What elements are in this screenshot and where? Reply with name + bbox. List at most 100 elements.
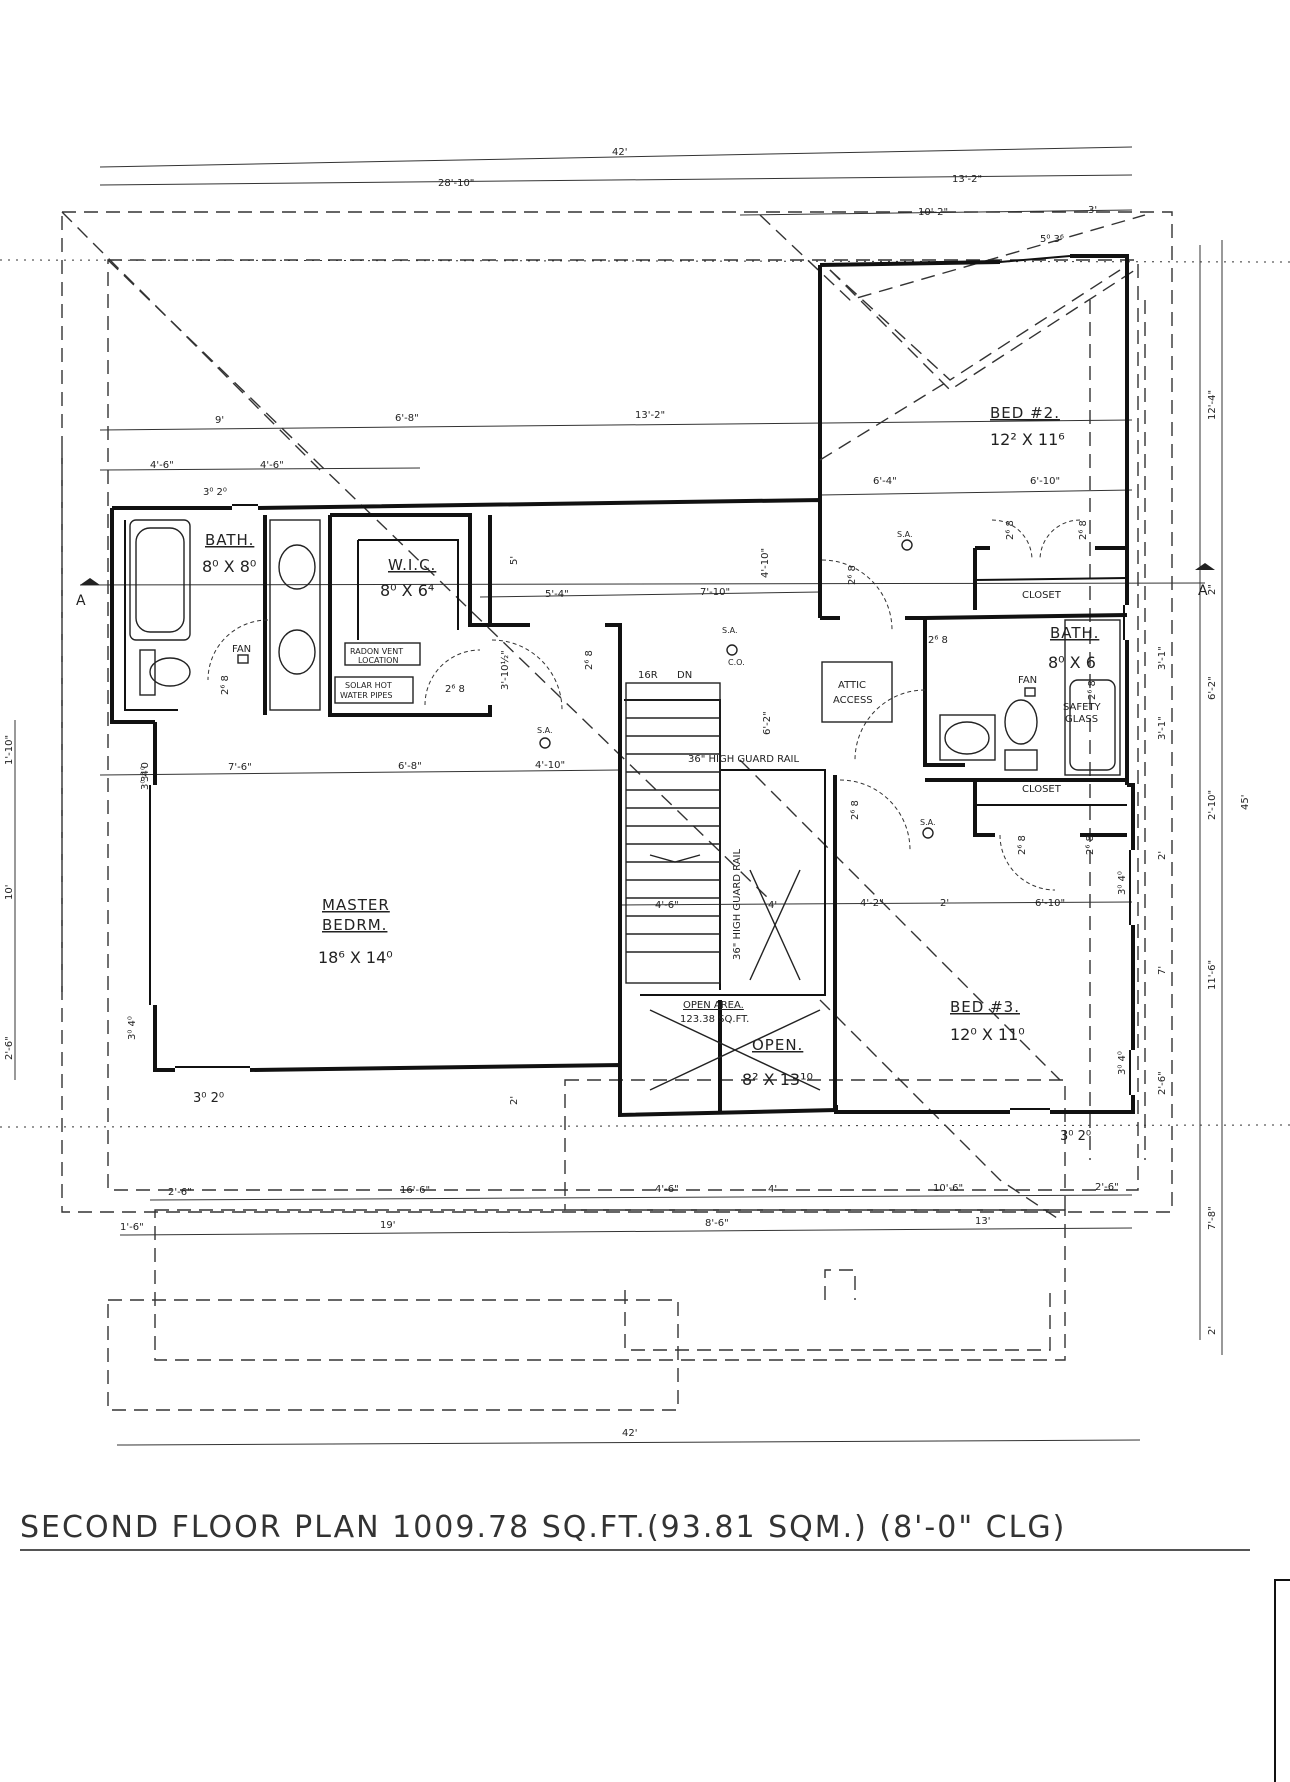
fan-label-right: FAN (1018, 675, 1037, 686)
room-size-bath-right: 8⁰ X 6 (1048, 653, 1096, 672)
dim-below-2: 2' (509, 1096, 520, 1105)
dim-bed2-a: 6'-4" (873, 476, 897, 487)
room-name-open: OPEN. (752, 1036, 803, 1054)
sa-label-1: S.A. (897, 530, 913, 539)
dim-bot2-c: 8'-6" (705, 1218, 729, 1229)
dim-right-k: 7'-8" (1207, 1206, 1218, 1230)
dim-win-bed3-r1: 3⁰ 4⁰ (1117, 871, 1128, 895)
room-labels: BED #2. 12² X 11⁶ BATH. 8⁰ X 8⁰ W.I.C. 8… (202, 404, 1098, 1089)
room-size-bed3: 12⁰ X 11⁰ (950, 1025, 1025, 1044)
dim-stair-a: 4'-6" (655, 900, 679, 911)
dim-win-bed3-r2: 3⁰ 4⁰ (1117, 1051, 1128, 1075)
sa-label-4: S.A. (920, 818, 936, 827)
guard-rail-label-v: 36" HIGH GUARD RAIL (732, 849, 743, 960)
section-marker-right: A (1198, 583, 1208, 599)
dim-top-right-b: 3' (1088, 205, 1097, 216)
room-name-bed2: BED #2. (990, 404, 1060, 422)
dim-right-b: 2" (1207, 584, 1218, 595)
dim-win-master-b: 3⁰ 2⁰ (193, 1091, 224, 1106)
stair-dn-label: DN (677, 670, 692, 681)
dim-left-a: 1'-10" (4, 735, 15, 765)
dim-left-b: 10' (4, 885, 15, 900)
dim-bot1-c: 4'-6" (655, 1184, 679, 1195)
attic-label-1: ATTIC (838, 680, 866, 691)
dim-door-f: 2⁶ 8 (1005, 520, 1016, 540)
dim-hall-a: 5'-4" (545, 589, 569, 600)
dim-bot1-b: 16'-6" (400, 1185, 430, 1196)
room-size-wic: 8⁰ X 6⁴ (380, 581, 434, 600)
plan-title: SECOND FLOOR PLAN 1009.78 SQ.FT.(93.81 S… (20, 1510, 1250, 1551)
dim-top-left: 28'-10" (438, 178, 474, 189)
dim-bot1-f: 2'-6" (1095, 1182, 1119, 1193)
dim-bot2-d: 13' (975, 1216, 990, 1227)
dim-bed3-a: 4'-2" (860, 898, 884, 909)
dim-right-e: 3'-1" (1157, 716, 1168, 740)
dim-bot1-e: 10'-6" (933, 1183, 963, 1194)
room-size-master: 18⁶ X 14⁰ (318, 948, 393, 967)
dim-right-j: 2'-6" (1157, 1071, 1168, 1095)
roof-outline-dashed (61, 211, 1173, 1411)
dim-right-i: 11'-6" (1207, 960, 1218, 990)
dim-door-i: 2⁶ 8 (1017, 835, 1028, 855)
guard-rail-label-h: 36" HIGH GUARD RAIL (688, 754, 799, 765)
dim-bot2-a: 1'-6" (120, 1222, 144, 1233)
dim-bottom-overall: 42' (622, 1428, 637, 1439)
dim-right-l: 2' (1207, 1326, 1218, 1335)
dim-right-a: 12'-4" (1207, 390, 1218, 420)
windows (175, 255, 1131, 1110)
door-swings (207, 519, 1081, 891)
dim-top-right-a: 10'-2" (918, 207, 948, 218)
dim-bed3-c: 6'-10" (1035, 898, 1065, 909)
dim-door-j: 2⁶ 8 (1085, 835, 1096, 855)
section-markers: A A (76, 563, 1215, 609)
title-block-stub (1274, 1579, 1290, 1782)
radon-label-2: LOCATION (358, 656, 398, 665)
dim-master-a: 7'-6" (228, 762, 252, 773)
dim-bed2-b: 6'-10" (1030, 476, 1060, 487)
dim-top-right: 13'-2" (952, 174, 982, 185)
fan-label-left: FAN (232, 644, 251, 655)
dim-wic-v: 3'-10½" (499, 650, 511, 690)
dim-row2-b: 6'-8" (395, 413, 419, 424)
dim-bed3-b: 2' (940, 898, 949, 909)
toilet-right (1004, 699, 1038, 745)
open-area-cross (649, 869, 821, 1091)
solar-label-1: SOLAR HOT (345, 681, 392, 690)
dim-door-d: 2⁶ 8 (847, 565, 858, 585)
dim-hall-v3: 6'-2" (762, 711, 773, 735)
dim-row3-a: 4'-6" (150, 460, 174, 471)
dim-bot1-d: 4' (768, 1184, 777, 1195)
dim-row2-a: 9' (215, 415, 224, 426)
dim-hall-v2: 5' (509, 556, 520, 565)
dim-door-l: 2⁶ 8 (1087, 680, 1098, 700)
dim-right-overall: 45' (1240, 795, 1251, 810)
solar-label-2: WATER PIPES (340, 691, 393, 700)
dim-left-c: 2'-6" (4, 1036, 15, 1060)
open-area-label-1: OPEN AREA. (683, 1000, 744, 1011)
dim-hall-v1: 4'-10" (760, 548, 771, 578)
room-name-master-2: BEDRM. (322, 916, 387, 934)
bathtub-right (1064, 619, 1121, 776)
bathtub (129, 519, 191, 641)
dim-right-c: 3'-1" (1157, 646, 1168, 670)
room-size-bed2: 12² X 11⁶ (990, 430, 1065, 449)
dim-win-master-l1: 3⁰ 4⁰ (140, 766, 151, 790)
dim-right-d: 6'-2" (1207, 676, 1218, 700)
dim-win-master-l2: 3⁰ 4⁰ (127, 1016, 138, 1040)
dim-top-overall: 42' (612, 147, 627, 158)
dim-master-c: 4'-10" (535, 760, 565, 771)
misc-labels: CLOSET CLOSET ATTIC ACCESS RADON VENT LO… (232, 530, 1102, 1025)
co-label: C.O. (728, 658, 745, 667)
dim-stair-b: 4' (768, 900, 777, 911)
room-name-bed3: BED #3. (950, 998, 1020, 1016)
dim-door-b: 2⁶ 8 (445, 684, 465, 695)
dim-door-k: 3⁰ 0 (140, 762, 151, 782)
toilet-left (139, 649, 156, 696)
section-marker-left: A (76, 593, 86, 609)
dim-door-h: 2⁶ 8 (850, 800, 861, 820)
dim-row3-b: 4'-6" (260, 460, 284, 471)
stair-risers-label: 16R (638, 670, 658, 681)
room-name-wic: W.I.C. (388, 556, 436, 574)
attic-label-2: ACCESS (833, 695, 873, 706)
